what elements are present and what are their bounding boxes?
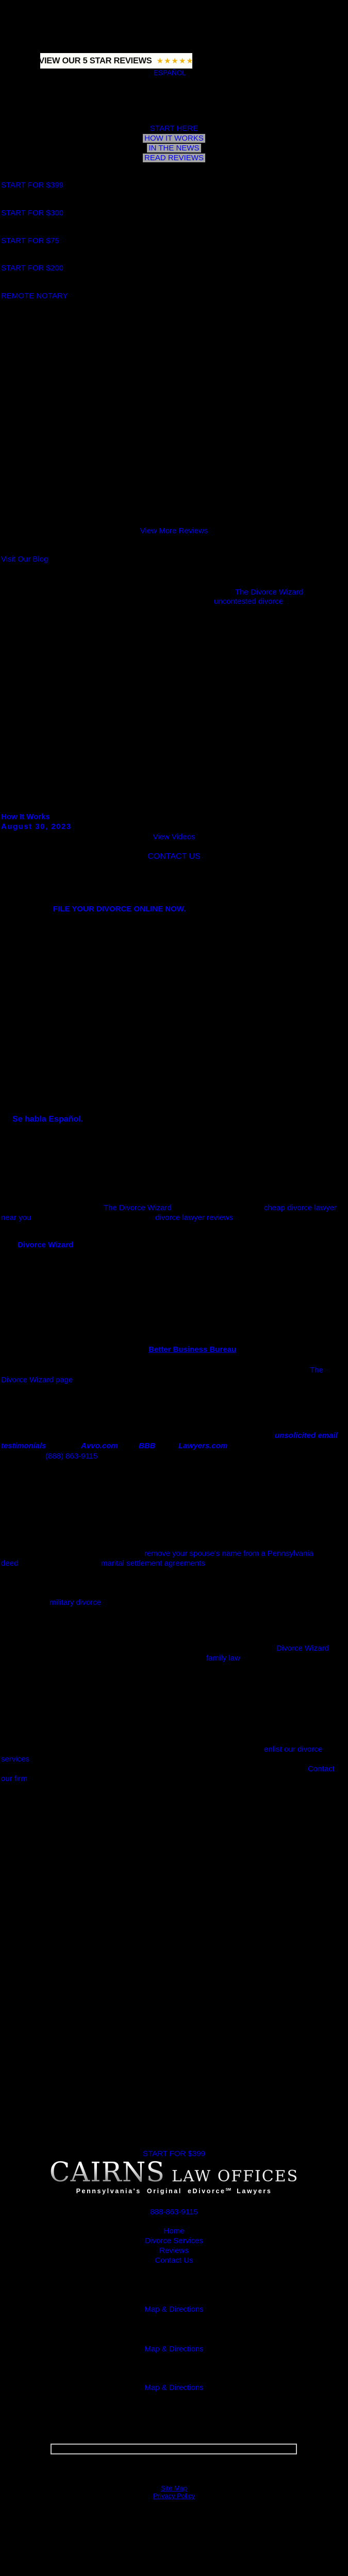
better-business-bureau-link[interactable]: Better Business Bureau	[148, 1345, 237, 1354]
footer-nav-reviews-row: Reviews	[0, 2246, 348, 2256]
tagline-pre: Pennsylvania's Original eDivorce	[76, 2188, 226, 2195]
contact-link[interactable]: Contact	[308, 1765, 335, 1773]
services-link[interactable]: services	[1, 1755, 30, 1764]
tagline-post: Lawyers	[237, 2188, 272, 2195]
map-directions-link-3[interactable]: Map & Directions	[144, 2383, 204, 2392]
uncontested-divorce-link[interactable]: uncontested divorce	[214, 597, 284, 606]
footer-phone-row: 888-863-9115	[0, 2208, 348, 2217]
map-directions-link-1[interactable]: Map & Directions	[144, 2305, 204, 2314]
footer-contact-us-link[interactable]: Contact Us	[155, 2256, 193, 2265]
view-videos-link[interactable]: View Videos	[153, 833, 195, 841]
service-mark: SM	[225, 2188, 231, 2192]
start-for-300-link[interactable]: START FOR $300	[1, 209, 63, 217]
start-for-200-link[interactable]: START FOR $200	[1, 264, 63, 273]
site-map-row: Site Map	[0, 2484, 348, 2493]
footer-home-link[interactable]: Home	[163, 2227, 185, 2235]
enlist-divorce-link[interactable]: enlist our divorce	[264, 1745, 323, 1754]
cta-start-399-link[interactable]: START FOR $399	[143, 2149, 205, 2158]
military-divorce-link[interactable]: military divorce	[49, 1598, 102, 1607]
nav-start-here: START HERE	[0, 124, 348, 133]
visit-our-blog-link[interactable]: Visit Our Blog	[1, 555, 48, 564]
in-the-news-link[interactable]: IN THE NEWS	[147, 144, 201, 152]
footer-reviews-link[interactable]: Reviews	[159, 2246, 189, 2255]
start-for-75-link[interactable]: START FOR $75	[1, 236, 59, 245]
marital-settlement-agreements-link[interactable]: marital settlement agreements	[101, 1559, 205, 1568]
start-for-399-link[interactable]: START FOR $399	[1, 181, 63, 190]
near-you-link[interactable]: near you	[1, 1213, 31, 1222]
privacy-policy-row: Privacy Policy	[0, 2492, 348, 2501]
start-here-link[interactable]: START HERE	[150, 124, 198, 133]
divorce-wizard-page-link[interactable]: Divorce Wizard page	[1, 1376, 73, 1384]
logo-cairns-text: CAIRNS	[49, 2157, 165, 2188]
footer-empty-input[interactable]	[51, 2444, 297, 2454]
view-more-reviews-row: View More Reviews	[0, 527, 348, 536]
view-more-reviews-link[interactable]: View More Reviews	[140, 527, 208, 535]
phone-link-inline[interactable]: (888) 863-9115	[45, 1452, 98, 1461]
logo-law-offices-text: LAW OFFICES	[171, 2167, 299, 2185]
file-divorce-online-link[interactable]: FILE YOUR DIVORCE ONLINE NOW.	[53, 905, 186, 913]
post-date: August 30, 2023	[1, 822, 72, 831]
divorce-lawyer-reviews-link[interactable]: divorce lawyer reviews	[155, 1213, 233, 1222]
unsolicited-email-link[interactable]: unsolicited email	[275, 1431, 338, 1440]
view-videos-row: View Videos	[0, 833, 348, 842]
five-star-rating-icon: ★★★★★	[156, 57, 194, 65]
how-it-works-heading: How It Works	[1, 812, 50, 821]
espanol-link[interactable]: ESPAÑOL	[154, 69, 186, 77]
divorce-wizard-bold-link[interactable]: Divorce Wizard	[18, 1241, 74, 1249]
remote-notary-link[interactable]: REMOTE NOTARY	[1, 292, 68, 300]
lawyers-com-link[interactable]: Lawyers.com	[178, 1442, 228, 1450]
footer-nav-home-row: Home	[0, 2227, 348, 2236]
avvo-link[interactable]: Avvo.com	[81, 1442, 118, 1450]
nav-read-reviews: READ REVIEWS	[0, 154, 348, 163]
nav-in-the-news: IN THE NEWS	[0, 144, 348, 153]
divorce-wizard-link-3[interactable]: Divorce Wizard	[276, 1644, 329, 1653]
footer-nav-services-row: Divorce Services	[0, 2236, 348, 2246]
contact-us-row: CONTACT US	[0, 852, 348, 861]
deed-link[interactable]: deed	[1, 1559, 19, 1568]
map-directions-row-2: Map & Directions	[0, 2345, 348, 2354]
contact-us-link[interactable]: CONTACT US	[147, 852, 201, 861]
nav-how-it-works: HOW IT WORKS	[0, 134, 348, 143]
read-reviews-link[interactable]: READ REVIEWS	[142, 154, 206, 162]
cta-start-399-row: START FOR $399	[0, 2149, 348, 2159]
footer-phone-link[interactable]: 888-863-9115	[150, 2208, 198, 2216]
remove-spouse-name-link[interactable]: remove your spouse's name from a Pennsyl…	[144, 1549, 314, 1558]
cairns-law-offices-logo: CAIRNS LAW OFFICES	[0, 2159, 348, 2186]
privacy-policy-link[interactable]: Privacy Policy	[153, 2492, 195, 2500]
site-map-link[interactable]: Site Map	[160, 2484, 188, 2492]
reviews-banner-label: VIEW OUR 5 STAR REVIEWS	[39, 56, 152, 65]
testimonials-link[interactable]: testimonials	[1, 1442, 46, 1450]
footer-nav-contact-row: Contact Us	[0, 2256, 348, 2265]
logo-tagline: Pennsylvania's Original eDivorceSM Lawye…	[0, 2188, 348, 2195]
how-it-works-link[interactable]: HOW IT WORKS	[143, 134, 205, 143]
five-star-reviews-banner[interactable]: VIEW OUR 5 STAR REVIEWS ★★★★★	[39, 53, 194, 69]
footer-divorce-services-link[interactable]: Divorce Services	[145, 2236, 203, 2245]
the-divorce-wizard-page-link-start[interactable]: The	[310, 1366, 323, 1375]
divorce-wizard-link-2[interactable]: The Divorce Wizard	[104, 1204, 172, 1212]
divorce-wizard-link[interactable]: The Divorce Wizard	[235, 588, 303, 597]
cheap-divorce-lawyer-link[interactable]: cheap divorce lawyer	[264, 1204, 337, 1212]
our-firm-link[interactable]: our firm	[1, 1774, 27, 1783]
se-habla-espanol-text: Se habla Español.	[12, 1115, 83, 1124]
map-directions-row-3: Map & Directions	[0, 2383, 348, 2393]
bbb-link[interactable]: BBB	[139, 1442, 156, 1450]
map-directions-link-2[interactable]: Map & Directions	[144, 2345, 204, 2353]
family-law-link[interactable]: family law	[206, 1654, 240, 1663]
map-directions-row-1: Map & Directions	[0, 2305, 348, 2314]
